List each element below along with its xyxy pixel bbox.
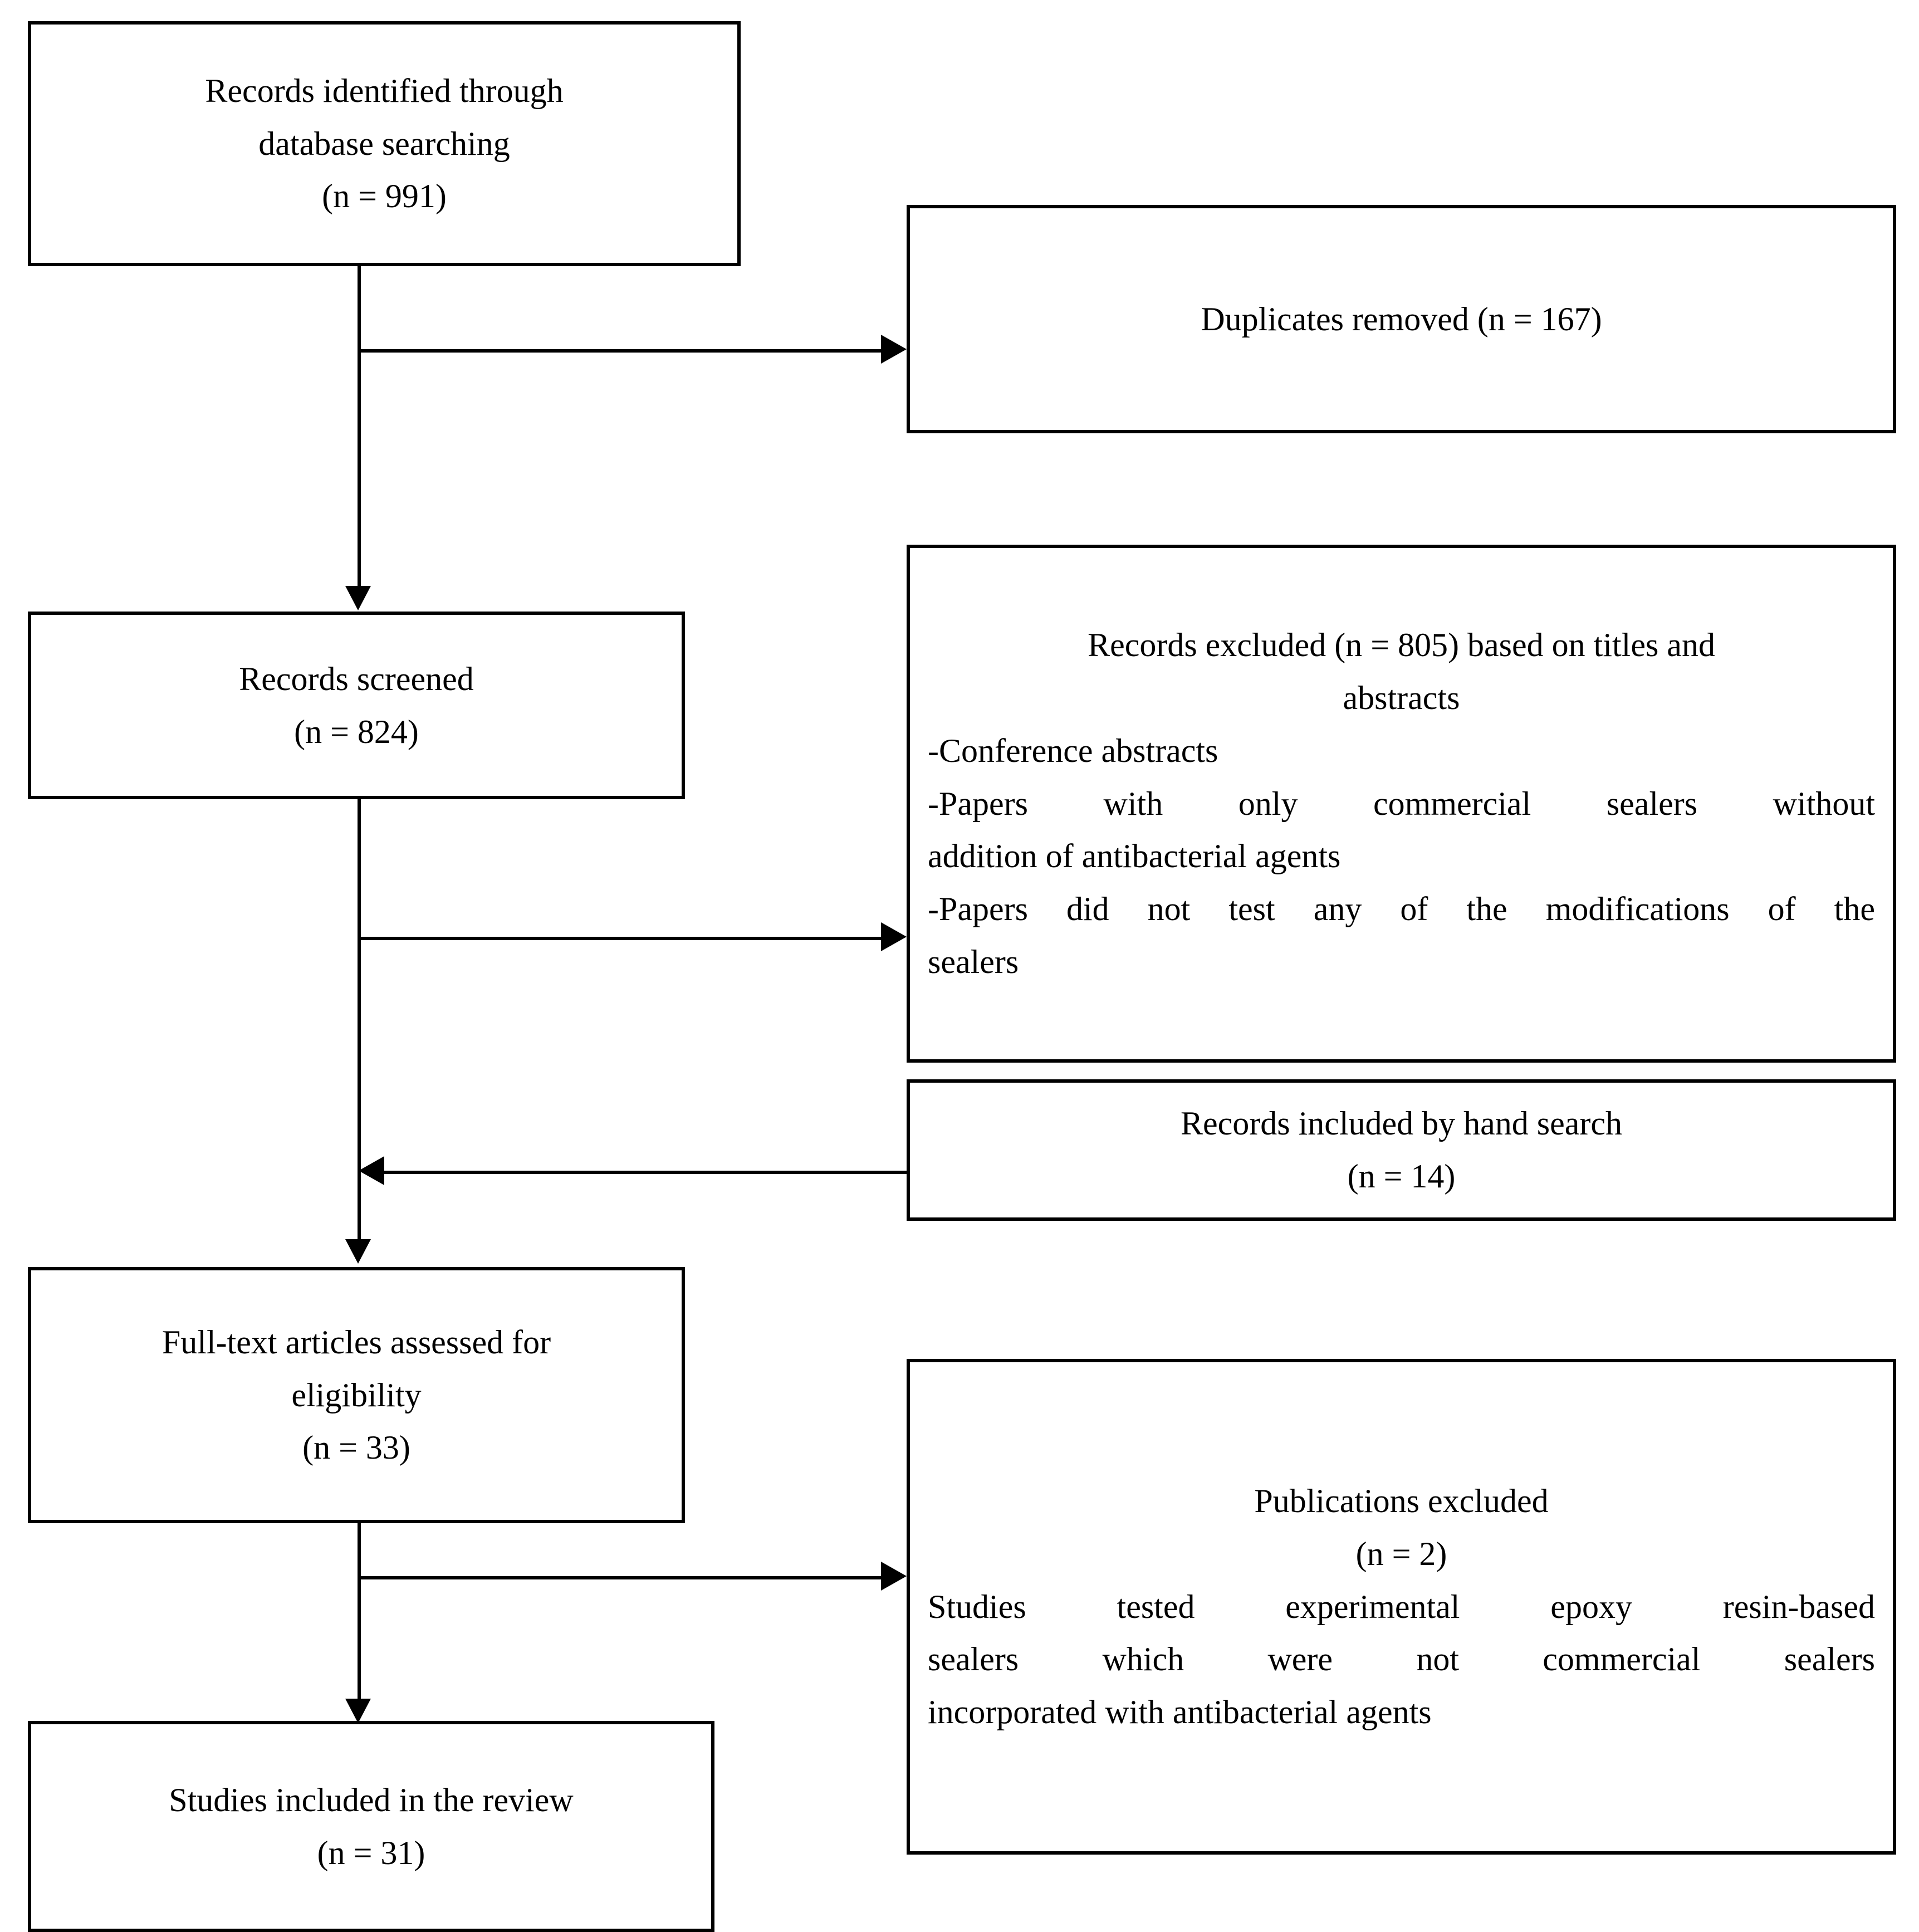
arrow-into-studies-included	[345, 1699, 371, 1723]
hand-search-line-2: (n = 14)	[1347, 1158, 1456, 1195]
box-records-screened: Records screened (n = 824)	[28, 612, 685, 799]
box-duplicates-removed: Duplicates removed (n = 167)	[907, 205, 1896, 433]
hand-search-line-1: Records included by hand search	[1180, 1105, 1623, 1142]
box-records-excluded: Records excluded (n = 805) based on titl…	[907, 545, 1896, 1063]
records-excluded-reason-3-line-2: sealers	[928, 943, 1019, 980]
records-excluded-heading-line-2: abstracts	[1343, 679, 1460, 716]
arrow-into-records-screened	[345, 586, 371, 610]
box-publications-excluded: Publications excluded (n = 2) Studies te…	[907, 1359, 1896, 1855]
connector-screened-to-fulltext-stem	[358, 799, 361, 1246]
arrow-into-full-text-articles	[345, 1239, 371, 1264]
arrow-into-records-excluded	[881, 922, 907, 951]
studies-included-line-2: (n = 31)	[317, 1834, 425, 1871]
box-records-included-hand-search: Records included by hand search (n = 14)	[907, 1079, 1896, 1221]
connector-screened-to-excluded	[358, 937, 892, 940]
full-text-line-1: Full-text articles assessed for	[161, 1323, 551, 1361]
box-studies-included: Studies included in the review (n = 31)	[28, 1721, 714, 1932]
publications-excluded-body-line-2: sealers which were not commercial sealer…	[928, 1641, 1875, 1678]
records-excluded-heading-line-1: Records excluded (n = 805) based on titl…	[1088, 627, 1715, 664]
connector-handsearch-to-spine	[384, 1171, 907, 1174]
records-screened-line-2: (n = 824)	[294, 713, 419, 750]
publications-excluded-heading-line-1: Publications excluded	[1254, 1483, 1549, 1519]
connector-fulltext-to-included-stem	[358, 1523, 361, 1705]
records-excluded-reason-2-line-1: -Papers with only commercial sealers wit…	[928, 785, 1875, 822]
box-records-identified: Records identified through database sear…	[28, 21, 741, 266]
publications-excluded-heading-line-2: (n = 2)	[1355, 1535, 1447, 1572]
publications-excluded-body-line-1: Studies tested experimental epoxy resin-…	[928, 1588, 1875, 1625]
records-identified-line-1: Records identified through	[205, 72, 564, 109]
connector-fulltext-to-publications-excluded	[358, 1576, 892, 1579]
records-excluded-reason-2-line-2: addition of antibacterial agents	[928, 838, 1341, 875]
records-excluded-reason-3-line-1: -Papers did not test any of the modifica…	[928, 891, 1875, 928]
records-screened-line-1: Records screened	[239, 660, 474, 697]
publications-excluded-body-line-3: incorporated with antibacterial agents	[928, 1694, 1432, 1731]
full-text-line-3: (n = 33)	[302, 1429, 410, 1466]
connector-identified-to-screened-stem	[358, 266, 361, 587]
arrow-into-spine-from-hand-search	[359, 1156, 384, 1185]
connector-identified-to-duplicates	[358, 349, 892, 353]
arrow-into-duplicates-removed	[881, 335, 907, 364]
arrow-into-publications-excluded	[881, 1562, 907, 1591]
studies-included-line-1: Studies included in the review	[169, 1781, 574, 1818]
full-text-line-2: eligibility	[291, 1376, 422, 1413]
duplicates-removed-line-1: Duplicates removed (n = 167)	[1201, 300, 1602, 338]
records-identified-line-2: database searching	[258, 125, 510, 162]
records-identified-line-3: (n = 991)	[322, 178, 447, 215]
box-full-text-articles: Full-text articles assessed for eligibil…	[28, 1267, 685, 1523]
records-excluded-reason-1: -Conference abstracts	[928, 732, 1218, 769]
